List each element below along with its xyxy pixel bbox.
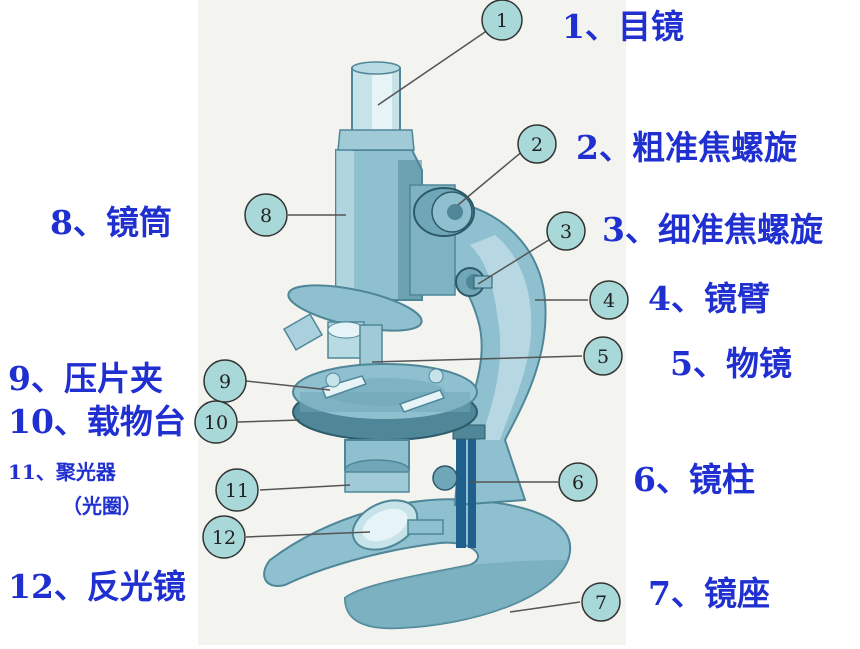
- stage-clips: [320, 368, 446, 413]
- leader-line-10: [237, 419, 301, 423]
- label-mirror: 12、反光镜: [8, 567, 186, 606]
- callout-circle-11: 11: [215, 468, 259, 512]
- leader-line-5: [371, 355, 583, 363]
- pillar-stripe: [456, 430, 466, 548]
- label-stage-clip: 9、压片夹: [8, 359, 163, 398]
- callout-number-3: 3: [560, 221, 572, 243]
- leader-line-11: [259, 484, 351, 491]
- leader-line-2: [457, 149, 525, 206]
- label-condenser: 11、聚光器: [8, 460, 116, 484]
- coarse-knob: [413, 187, 475, 237]
- label-stage: 10、载物台: [8, 402, 186, 441]
- label-pillar: 6、镜柱: [633, 460, 755, 499]
- callout-circle-6: 6: [558, 462, 598, 502]
- callout-number-4: 4: [603, 290, 615, 312]
- objective-lenses: [282, 284, 423, 371]
- callout-circles: 1 2 3 4 5 6 7 8 9 10 11 12: [194, 0, 629, 622]
- label-body-tube: 8、镜筒: [50, 203, 172, 242]
- callout-number-6: 6: [572, 472, 584, 494]
- callout-number-11: 11: [225, 480, 249, 502]
- label-base: 7、镜座: [648, 574, 770, 613]
- callout-number-1: 1: [496, 10, 508, 32]
- stage-platform: [292, 363, 478, 441]
- callout-circle-1: 1: [481, 0, 523, 41]
- callout-circle-3: 3: [546, 211, 586, 251]
- label-coarse-knob: 2、粗准焦螺旋: [576, 128, 797, 167]
- condenser: [344, 439, 458, 493]
- leader-line-9: [245, 380, 331, 391]
- callout-circle-5: 5: [583, 336, 623, 376]
- callout-number-2: 2: [531, 134, 543, 156]
- mirror: [351, 499, 444, 551]
- callout-number-10: 10: [204, 412, 228, 434]
- callout-circle-9: 9: [203, 359, 247, 403]
- leader-line-12: [245, 531, 371, 538]
- eyepiece: [337, 61, 415, 151]
- fine-knob: [455, 267, 493, 297]
- label-objective: 5、物镜: [670, 344, 792, 383]
- callout-circle-10: 10: [194, 400, 238, 444]
- callout-number-8: 8: [260, 205, 272, 227]
- label-arm: 4、镜臂: [648, 279, 770, 318]
- leader-line-1: [377, 29, 489, 106]
- callout-number-7: 7: [595, 592, 607, 614]
- callout-circle-4: 4: [589, 280, 629, 320]
- callout-circle-7: 7: [581, 582, 621, 622]
- callout-circle-12: 12: [202, 515, 246, 559]
- callout-circle-8: 8: [244, 193, 288, 237]
- callout-number-9: 9: [219, 371, 231, 393]
- callout-number-12: 12: [212, 527, 236, 549]
- label-condenser-aperture: （光圈）: [62, 494, 142, 518]
- label-fine-knob: 3、细准焦螺旋: [602, 210, 823, 249]
- leader-line-3: [477, 237, 553, 285]
- leader-lines: [237, 29, 588, 613]
- leader-line-7: [509, 601, 581, 613]
- callout-circle-2: 2: [517, 124, 557, 164]
- label-eyepiece: 1、目镜: [562, 7, 684, 46]
- callout-number-5: 5: [597, 346, 609, 368]
